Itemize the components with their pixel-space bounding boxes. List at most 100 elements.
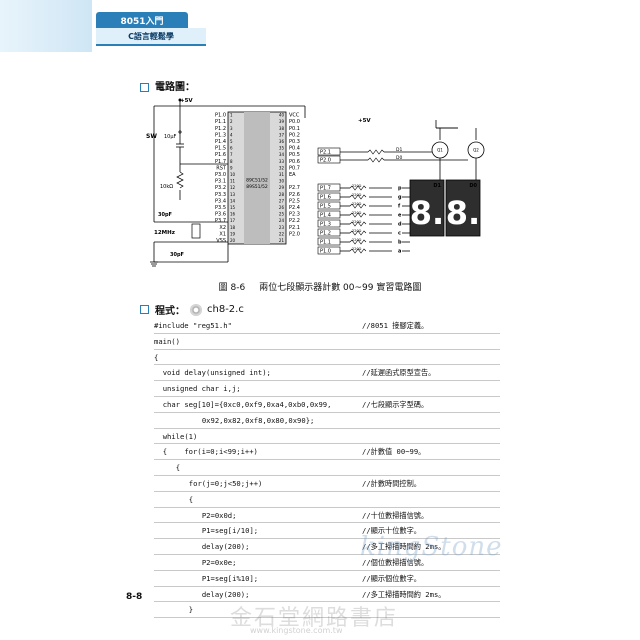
ic-pin-left-number: 12 <box>230 185 236 190</box>
code-text: { <box>154 352 159 362</box>
code-comment: //七段顯示字型碼。 <box>362 399 429 409</box>
ic-pin-right-label: P2.1 <box>289 225 300 231</box>
ic-pin-left-number: 10 <box>230 172 236 177</box>
seg-pin-label: P1.3 <box>320 222 331 228</box>
resistor-icon <box>349 194 367 200</box>
ic-pin-right-number: 35 <box>279 146 285 151</box>
section-circuit-label: 電路圖： <box>155 82 195 93</box>
resistor-icon <box>349 221 367 227</box>
code-comment: //延遲函式原型宣告。 <box>362 368 436 378</box>
code-line: } <box>154 602 500 619</box>
page-number: 8-8 <box>126 592 143 602</box>
ic-pin-right-label: P0.4 <box>289 146 300 152</box>
ic-pin-left-label: RST <box>216 165 227 171</box>
code-text: #include "reg51.h" <box>154 321 232 330</box>
seg-pin-box <box>317 201 341 210</box>
resistor-icon <box>367 149 385 155</box>
code-comment: //計數值 00~99。 <box>362 447 426 457</box>
display-label: D1 <box>433 183 441 189</box>
display-digit: 8. <box>446 194 480 232</box>
code-text: { <box>188 494 194 504</box>
seven-segment-display <box>445 179 481 237</box>
code-line: 0x92,0x82,0xf8,0x80,0x90}; <box>154 413 500 429</box>
ic-pin-right-number: 24 <box>279 218 285 223</box>
ctrl-pin-box <box>317 155 341 164</box>
ic-pin-left-label: P1.3 <box>215 132 226 138</box>
code-line: delay(200);//多工掃描時間約 2ms。 <box>154 539 500 555</box>
code-text: while(1) <box>162 431 198 441</box>
ic-pin-left-number: 15 <box>230 205 236 210</box>
cap-30pf-label-top: 30pF <box>158 212 172 218</box>
ic-pin-left-number: 11 <box>230 179 236 184</box>
program-filename: ch8-2.c <box>207 304 244 315</box>
code-text: P1=seg[i%10]; <box>201 573 259 583</box>
ic-pin-left-label: P1.0 <box>215 113 226 119</box>
ic-pin-left-number: 20 <box>230 238 236 243</box>
seg-pin-box <box>317 246 341 255</box>
header-decoration <box>0 0 92 52</box>
section-program-heading: 程式：ch8-2.c <box>140 302 244 317</box>
ic-pin-left-label: P3.0 <box>215 172 226 178</box>
seg-res-label: 220Ω <box>352 220 362 224</box>
ic-pin-left-number: 9 <box>230 165 233 170</box>
ic-pin-right-label: P2.6 <box>289 192 300 198</box>
resistor-icon <box>349 248 367 254</box>
transistor-label: Q2 <box>473 148 479 153</box>
segment-letter-label: p <box>398 186 402 192</box>
seg-pin-label: P1.0 <box>320 249 331 255</box>
ic-pin-right-number: 27 <box>279 198 285 203</box>
ic-model-line1: 89C51/52 <box>246 177 268 183</box>
code-line: for(j=0;j<50;j++)//計數時間控制。 <box>154 476 500 492</box>
seg-res-label: 220Ω <box>352 202 362 206</box>
cap-10uf-label: 10μF <box>164 134 177 140</box>
seg-pin-label: P1.5 <box>320 204 331 210</box>
vcc-label-left: +5V <box>180 98 193 104</box>
section-circuit-heading: 電路圖： <box>140 78 195 93</box>
ic-pin-left-number: 3 <box>230 126 233 131</box>
ctrl-pin-label: P2.0 <box>320 158 331 164</box>
ic-pin-right-number: 23 <box>279 225 285 230</box>
ic-pin-left-number: 18 <box>230 225 236 230</box>
resistor-10k-icon <box>176 171 184 189</box>
ic-pin-right-number: 40 <box>279 113 285 118</box>
code-listing: #include "reg51.h"//8051 接腳定義。main(){voi… <box>154 318 500 619</box>
seg-pin-box <box>317 237 341 246</box>
ic-pin-left-number: 8 <box>230 159 233 164</box>
code-comment: //個位數掃描信號。 <box>362 557 429 567</box>
ctrl-res-label: D1 <box>396 147 402 153</box>
ic-pin-right-label: P0.0 <box>289 119 300 125</box>
ic-pin-right-number: 31 <box>279 172 285 177</box>
code-text: P1=seg[i/10]; <box>201 526 259 536</box>
seven-segment-display <box>409 179 445 237</box>
crystal-label: 12MHz <box>154 230 175 236</box>
ic-pin-left-number: 2 <box>230 119 233 124</box>
ic-model-line2: 89S51/52 <box>246 184 268 190</box>
seg-res-label: 220Ω <box>352 247 362 251</box>
ic-pin-right-number: 39 <box>279 119 285 124</box>
segment-letter-label: b <box>398 240 402 246</box>
seg-pin-label: P1.7 <box>320 186 331 192</box>
code-text: unsigned char i,j; <box>162 384 241 394</box>
seg-pin-box <box>317 228 341 237</box>
ic-pin-left-label: P1.2 <box>215 126 226 132</box>
ic-pin-left-number: 16 <box>230 212 236 217</box>
ic-pin-right-number: 26 <box>279 205 285 210</box>
res-10k-label: 10kΩ <box>160 184 173 190</box>
ic-pin-left-label: X2 <box>219 225 226 231</box>
ic-pin-right-label: P2.2 <box>289 218 300 224</box>
resistor-icon <box>349 212 367 218</box>
code-text: P2=0x0e; <box>201 557 237 567</box>
segment-letter-label: c <box>398 231 401 237</box>
ic-pin-right-number: 25 <box>279 212 285 217</box>
code-text: char seg[10]={0xc0,0xf9,0xa4,0xb0,0x99, <box>162 399 332 409</box>
transistor-label: Q1 <box>437 148 443 153</box>
seg-pin-label: P1.4 <box>320 213 331 219</box>
ic-pin-right-number: 30 <box>279 179 285 184</box>
book-title-tab: 8051入門 <box>96 12 188 28</box>
ic-pin-right-number: 33 <box>279 159 285 164</box>
ic-pin-right-label: P0.5 <box>289 152 300 158</box>
ic-pin-left-label: P3.1 <box>215 179 226 185</box>
figure-number: 圖 8-6 <box>218 283 246 293</box>
ic-pin-right-label: EA <box>289 172 296 178</box>
seg-res-label: 220Ω <box>352 184 362 188</box>
